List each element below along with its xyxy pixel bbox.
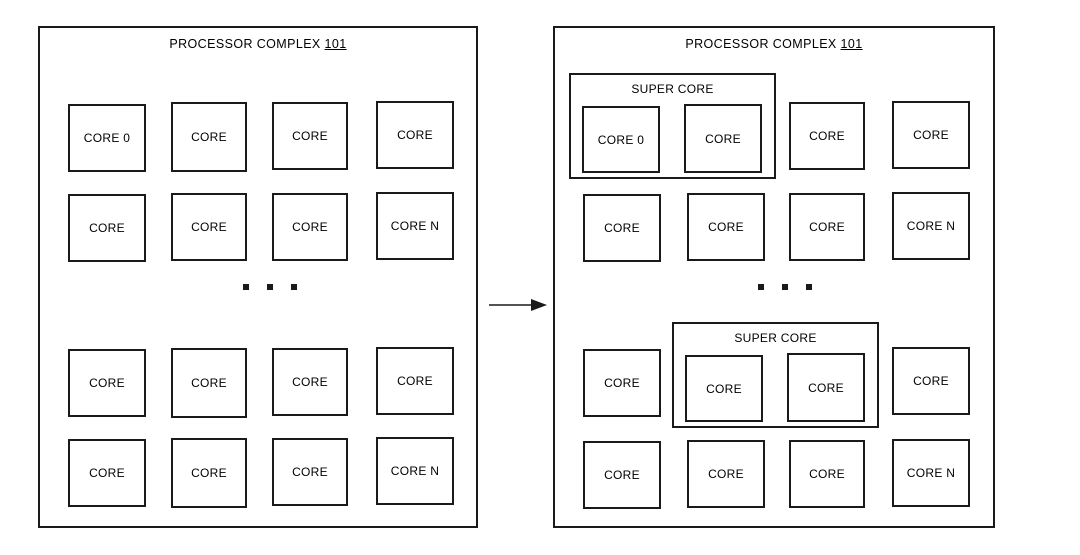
core-label: CORE [292, 220, 328, 234]
core-label: CORE [913, 374, 949, 388]
core-label: CORE 0 [83, 131, 131, 145]
core-label: CORE [604, 221, 640, 235]
core-label: CORE [397, 128, 433, 142]
core-block[interactable]: CORE [687, 440, 765, 508]
ellipsis-dot [291, 284, 297, 290]
core-label: CORE N [390, 464, 440, 478]
core-block[interactable]: CORE [68, 194, 146, 262]
core-label: CORE [604, 376, 640, 390]
core-label: CORE N [906, 466, 956, 480]
core-block[interactable]: CORE 0 [68, 104, 146, 172]
super-core-group[interactable]: SUPER CORE CORE 0 CORE [569, 73, 776, 179]
core-label: CORE [191, 130, 227, 144]
core-label: CORE [708, 220, 744, 234]
core-label: CORE [604, 468, 640, 482]
core-label: CORE [397, 374, 433, 388]
super-core-label: SUPER CORE [631, 82, 714, 96]
ellipsis-dot [782, 284, 788, 290]
panel-title-left: PROCESSOR COMPLEX 101 [40, 37, 476, 51]
ellipsis-dot [806, 284, 812, 290]
core-block[interactable]: CORE [583, 194, 661, 262]
ellipsis-indicator [243, 284, 297, 290]
core-block[interactable]: CORE [171, 348, 247, 418]
panel-title-ref: 101 [840, 37, 863, 51]
core-block[interactable]: CORE [376, 347, 454, 415]
core-label: CORE [809, 220, 845, 234]
panel-title-ref: 101 [324, 37, 347, 51]
processor-complex-panel-right: PROCESSOR COMPLEX 101 SUPER CORE CORE 0 … [553, 26, 995, 528]
core-block[interactable]: CORE [892, 101, 970, 169]
core-label: CORE [809, 129, 845, 143]
core-label: CORE [292, 375, 328, 389]
core-label: CORE [89, 376, 125, 390]
core-label: CORE [191, 220, 227, 234]
core-block[interactable]: CORE [687, 193, 765, 261]
core-label: CORE [913, 128, 949, 142]
core-block[interactable]: CORE [171, 438, 247, 508]
panel-title-text: PROCESSOR COMPLEX [685, 37, 837, 51]
core-block[interactable]: CORE [583, 349, 661, 417]
core-label: CORE [705, 131, 741, 146]
core-block[interactable]: CORE [789, 440, 865, 508]
core-label: CORE 0 [597, 132, 645, 147]
core-block[interactable]: CORE [171, 193, 247, 261]
core-block[interactable]: CORE [68, 349, 146, 417]
core-label: CORE [292, 129, 328, 143]
core-block[interactable]: CORE [684, 104, 762, 173]
core-block[interactable]: CORE 0 [582, 106, 660, 173]
ellipsis-dot [243, 284, 249, 290]
super-core-group[interactable]: SUPER CORE CORE CORE [672, 322, 879, 428]
core-label: CORE [292, 465, 328, 479]
core-label: CORE [809, 467, 845, 481]
core-label: CORE [808, 380, 844, 395]
core-label: CORE [191, 376, 227, 390]
transition-arrow [489, 299, 547, 311]
core-block[interactable]: CORE [892, 347, 970, 415]
core-block[interactable]: CORE [272, 348, 348, 416]
ellipsis-indicator [758, 284, 812, 290]
processor-complex-panel-left: PROCESSOR COMPLEX 101 CORE 0 CORE CORE C… [38, 26, 478, 528]
panel-title-text: PROCESSOR COMPLEX [169, 37, 321, 51]
core-block[interactable]: CORE N [376, 437, 454, 505]
core-label: CORE [89, 466, 125, 480]
core-block[interactable]: CORE N [376, 192, 454, 260]
core-label: CORE N [906, 219, 956, 233]
core-label: CORE N [390, 219, 440, 233]
core-label: CORE [89, 221, 125, 235]
core-block[interactable]: CORE [171, 102, 247, 172]
core-block[interactable]: CORE [376, 101, 454, 169]
core-label: CORE [191, 466, 227, 480]
core-block[interactable]: CORE [272, 102, 348, 170]
ellipsis-dot [758, 284, 764, 290]
core-block[interactable]: CORE [789, 193, 865, 261]
super-core-label: SUPER CORE [734, 331, 817, 345]
core-block[interactable]: CORE [68, 439, 146, 507]
core-block[interactable]: CORE [787, 353, 865, 422]
panel-title-right: PROCESSOR COMPLEX 101 [555, 37, 993, 51]
core-block[interactable]: CORE [583, 441, 661, 509]
core-block[interactable]: CORE [685, 355, 763, 422]
core-block[interactable]: CORE [272, 193, 348, 261]
core-block[interactable]: CORE [272, 438, 348, 506]
core-block[interactable]: CORE N [892, 439, 970, 507]
core-label: CORE [708, 467, 744, 481]
ellipsis-dot [267, 284, 273, 290]
core-label: CORE [706, 381, 742, 396]
core-block[interactable]: CORE [789, 102, 865, 170]
core-block[interactable]: CORE N [892, 192, 970, 260]
